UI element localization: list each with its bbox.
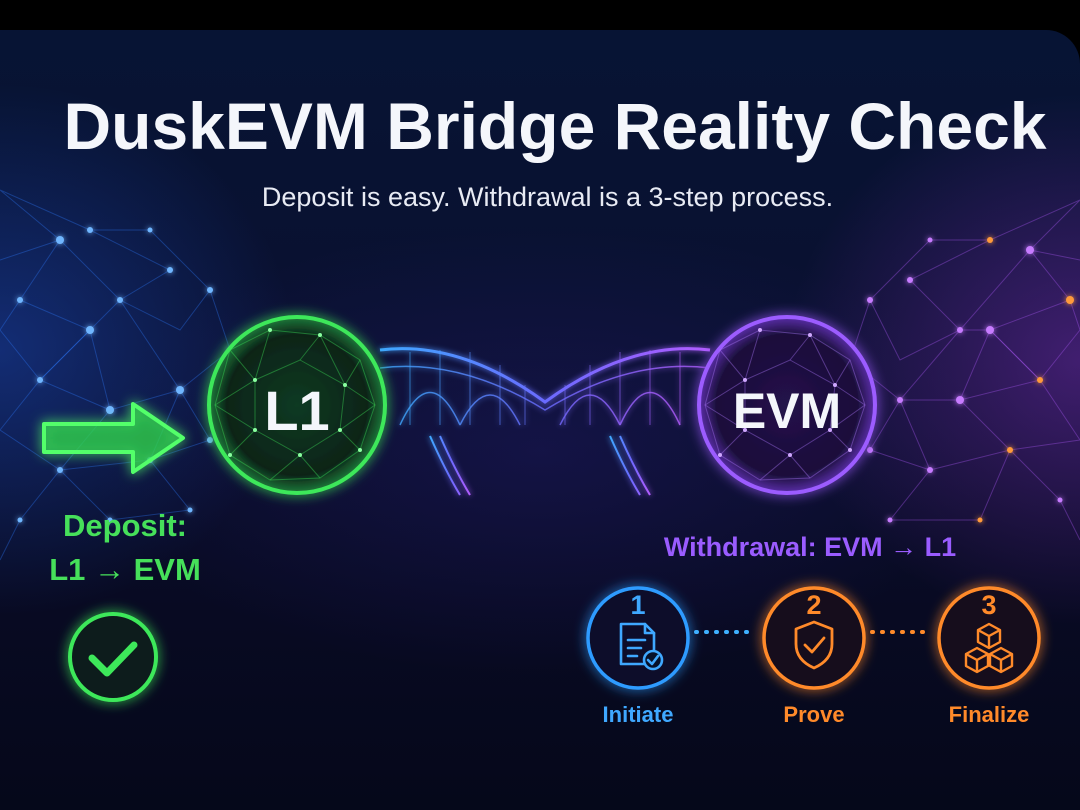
cubes-icon (964, 622, 1014, 674)
deposit-label-line2: L1 → EVM (49, 552, 201, 587)
step-1-number: 1 (630, 590, 646, 620)
step-3-label: Finalize (948, 702, 1030, 727)
network-nodes-right (847, 237, 1074, 523)
l1-node-sphere (207, 315, 387, 495)
evm-node-sphere (697, 315, 877, 495)
step-2-number: 2 (806, 590, 822, 620)
deposit-label-line1: Deposit: (63, 508, 187, 543)
network-mesh-right (849, 199, 1080, 541)
evm-node-label: EVM (732, 383, 842, 439)
step-2-label: Prove (783, 702, 845, 727)
network-nodes-left (17, 227, 233, 523)
page-title: DuskEVM Bridge Reality Check (63, 89, 1047, 163)
step-2-circle (762, 586, 866, 690)
check-circle-icon (68, 612, 158, 702)
l1-node-label: L1 (264, 379, 330, 442)
withdrawal-title: Withdrawal: EVM → L1 (663, 532, 957, 562)
network-mesh-left (0, 189, 231, 561)
step-1-circle (586, 586, 690, 690)
deposit-arrow-icon (42, 402, 185, 474)
page-subtitle: Deposit is easy. Withdrawal is a 3-step … (261, 182, 834, 212)
infographic-background (0, 30, 1080, 810)
shield-check-icon (794, 620, 834, 670)
bridge (360, 347, 720, 496)
step-1-label: Initiate (602, 702, 674, 727)
step-3-number: 3 (981, 590, 997, 620)
document-check-icon (619, 622, 664, 671)
